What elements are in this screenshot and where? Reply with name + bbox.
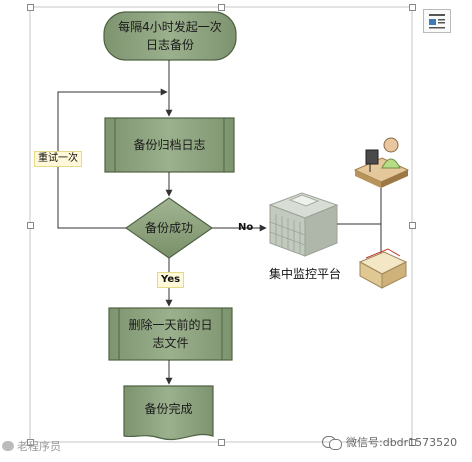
wechat-icon <box>322 435 342 450</box>
server-cube-icon <box>268 192 339 257</box>
resize-handle-bl[interactable] <box>27 439 34 446</box>
resize-handle-tl[interactable] <box>27 4 34 11</box>
resize-handle-mr[interactable] <box>409 222 416 229</box>
archive-node-label: 备份归档日志 <box>133 138 206 152</box>
layout-options-icon[interactable] <box>423 9 451 33</box>
start-node-label: 每隔4小时发起一次 日志备份 <box>104 12 236 60</box>
start-line1: 每隔4小时发起一次 <box>118 20 222 34</box>
monitor-label: 集中监控平台 <box>268 267 341 281</box>
watermark-right: 微信号:dbdr1573520 <box>322 434 457 450</box>
done-node-label: 备份完成 <box>144 402 193 416</box>
delete-node <box>108 307 233 361</box>
no-label: No <box>238 222 254 233</box>
retry-label: 重试一次 <box>34 151 82 167</box>
resize-handle-br[interactable] <box>409 439 416 446</box>
resize-handle-tc[interactable] <box>218 4 225 11</box>
watermark-right-text: 微信号:dbdr1573520 <box>346 436 458 449</box>
envelope-icon <box>358 248 408 289</box>
delete-line1: 删除一天前的日 <box>128 318 213 332</box>
done-node <box>123 385 214 440</box>
watermark-left-text: 老程序员 <box>17 440 61 453</box>
wechat-icon-left <box>2 441 14 451</box>
resize-handle-tr[interactable] <box>409 4 416 11</box>
yes-label: Yes <box>157 272 185 288</box>
decision-node-label: 备份成功 <box>144 221 193 235</box>
delete-line2: 志文件 <box>152 336 189 350</box>
operator-desk-icon <box>353 137 410 188</box>
start-node <box>103 11 237 61</box>
watermark-left: 老程序员 <box>2 438 61 454</box>
resize-handle-ml[interactable] <box>27 222 34 229</box>
delete-node-label: 删除一天前的日 志文件 <box>109 308 232 360</box>
resize-handle-bc[interactable] <box>218 439 225 446</box>
start-line2: 日志备份 <box>145 38 194 52</box>
archive-node <box>104 117 235 173</box>
